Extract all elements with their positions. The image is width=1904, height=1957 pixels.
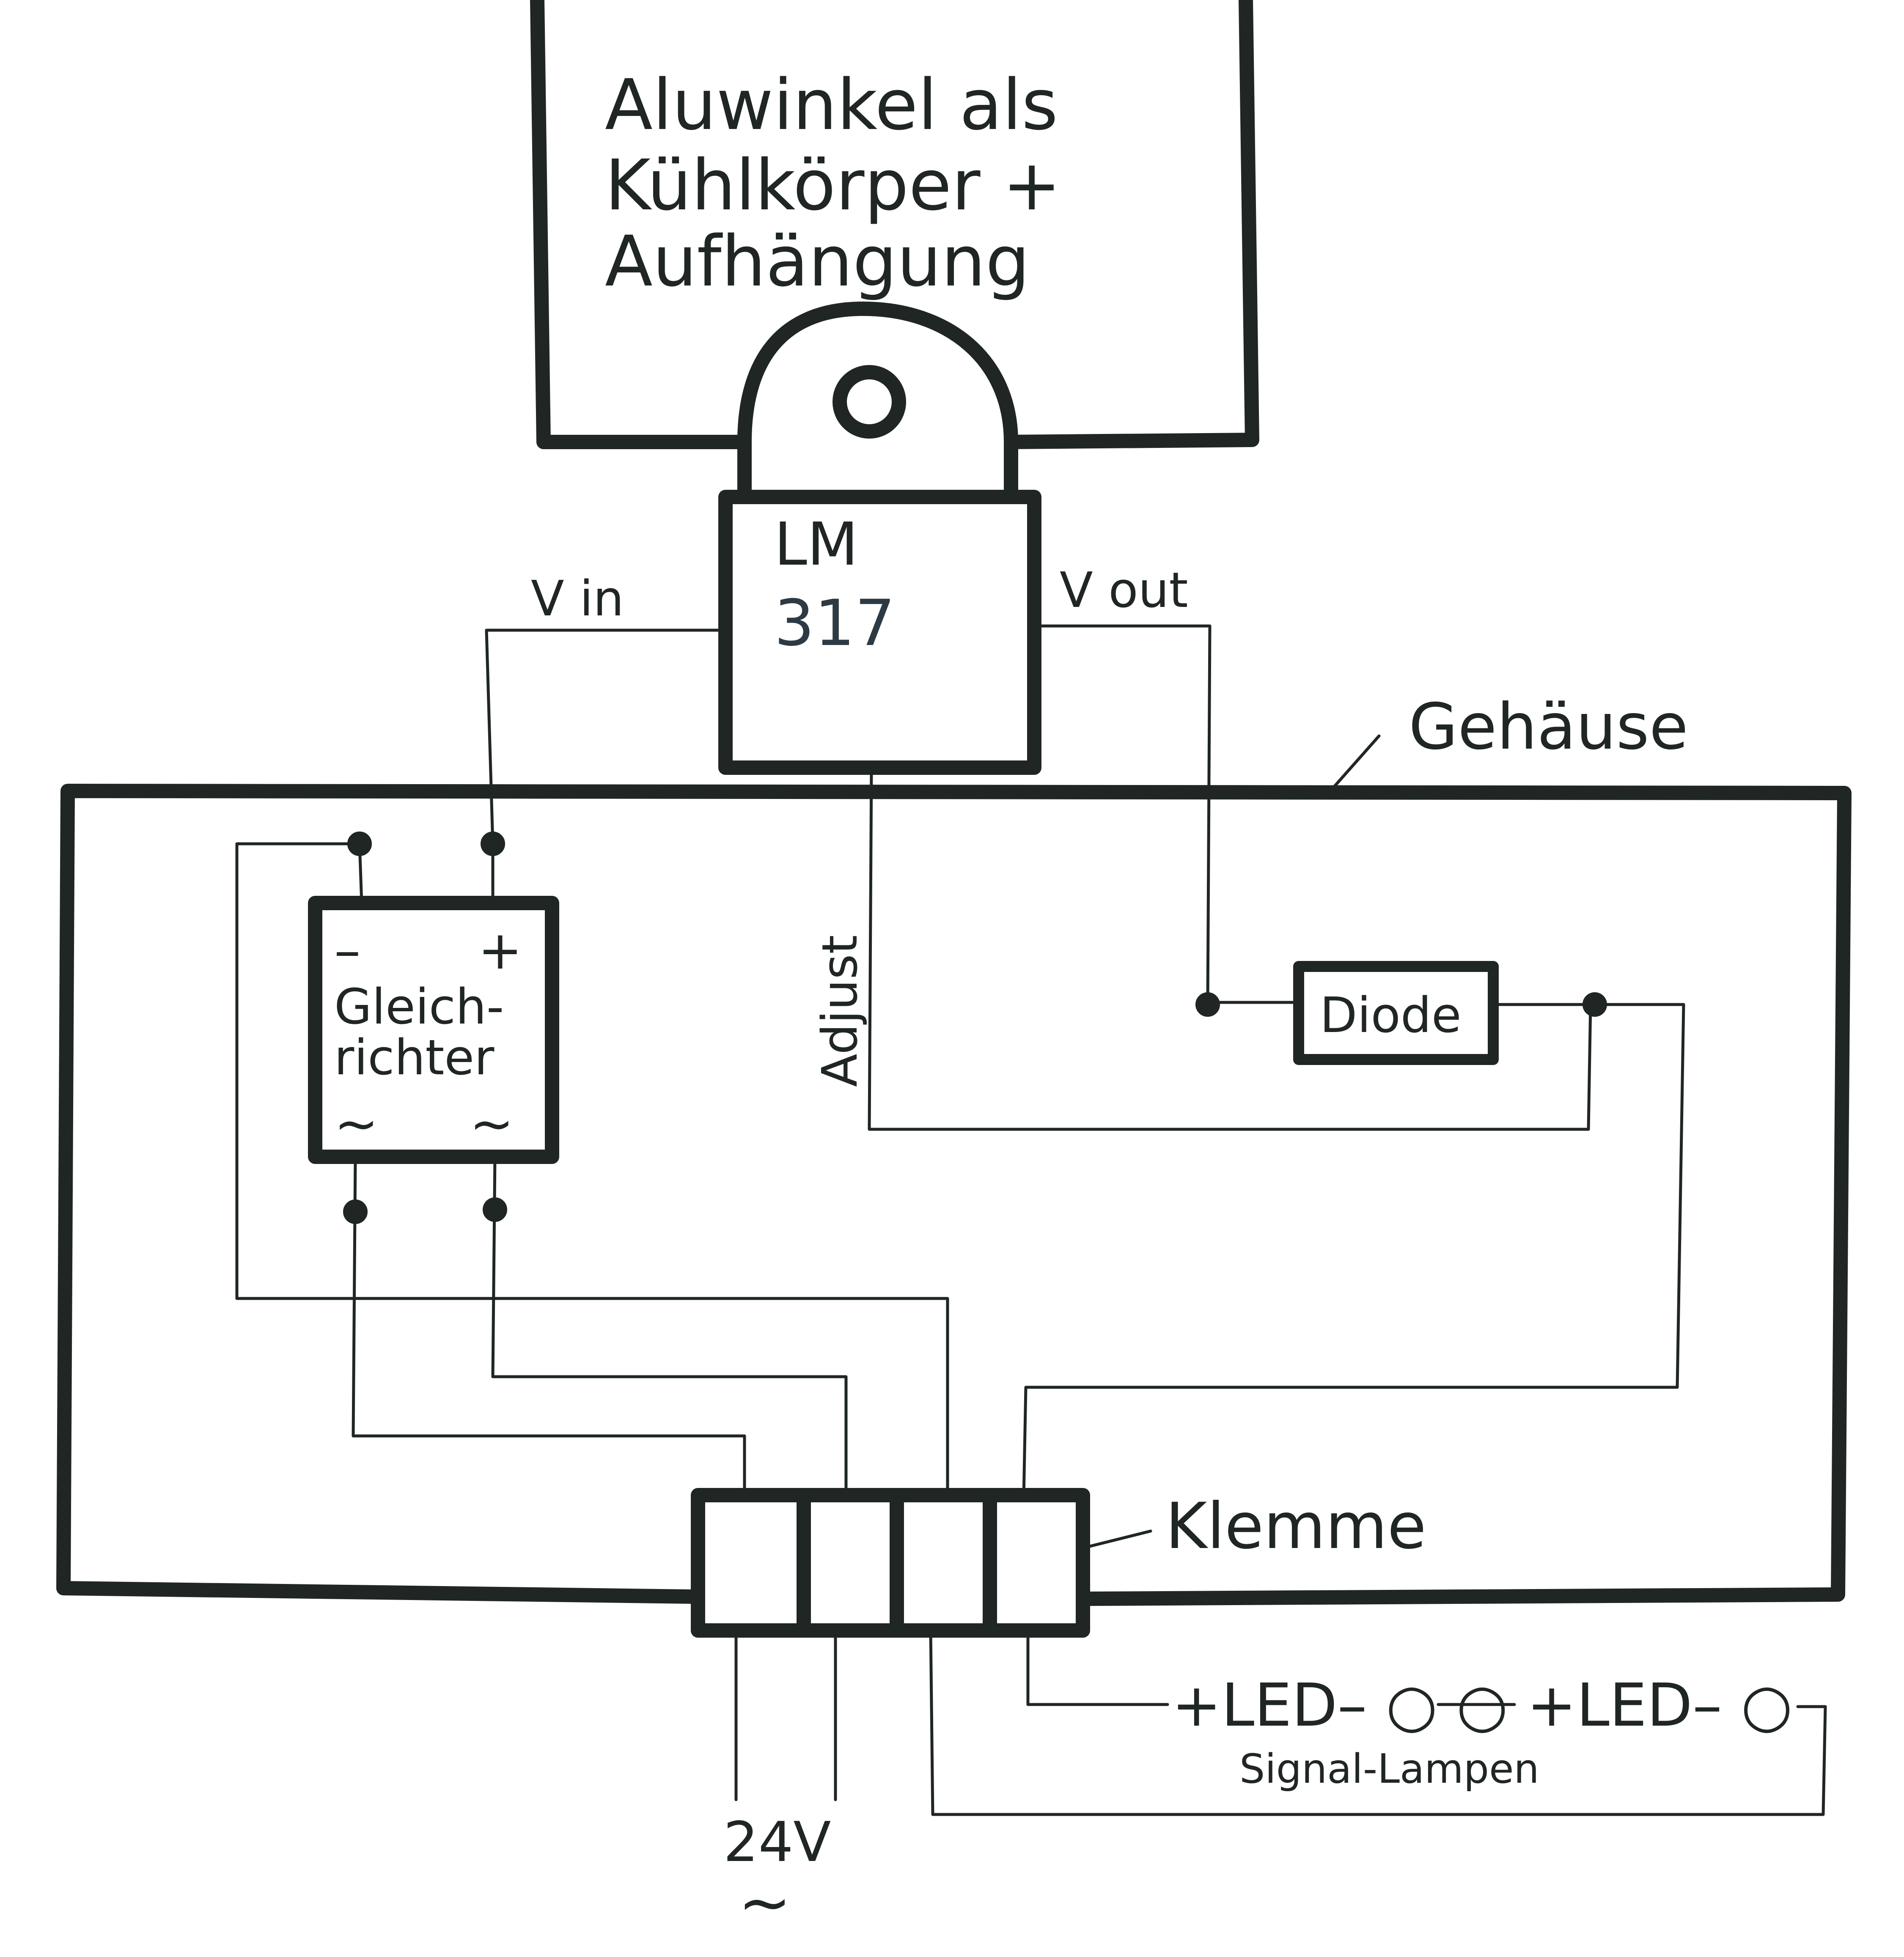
wire-adjust — [868, 766, 1592, 1131]
wire-ac-right — [491, 1155, 848, 1499]
junction-dot — [1583, 992, 1607, 1017]
supply-ac-symbol: ~ — [738, 1866, 791, 1940]
wire-led-return — [929, 1629, 1827, 1816]
junction-dot — [347, 832, 372, 856]
regulator-name: LM — [774, 510, 858, 579]
regulator-tab — [737, 302, 1018, 502]
wire-ac-left — [352, 1155, 746, 1499]
ac-symbol-left: ~ — [334, 1093, 379, 1155]
diode-body — [1293, 961, 1499, 1065]
wire-diode-out — [1022, 1003, 1685, 1499]
terminal-leader — [1081, 1529, 1152, 1550]
housing-leader — [1329, 734, 1381, 793]
mounting-hole-icon — [832, 365, 906, 439]
vout-label: V out — [1060, 562, 1188, 619]
junction-dot — [343, 1199, 368, 1224]
regulator-number: 317 — [774, 587, 895, 660]
rectifier-plus-label: + — [478, 920, 522, 981]
junction-dot — [481, 832, 505, 856]
diode-label: Diode — [1320, 987, 1462, 1044]
wire-led-feed — [1026, 1629, 1169, 1706]
terminal-block — [691, 1488, 1090, 1638]
wire-vin — [485, 629, 727, 905]
heatsink-label: Aluwinkel als — [605, 64, 1058, 145]
housing-label: Gehäuse — [1409, 690, 1688, 764]
terminal-label: Klemme — [1165, 1490, 1426, 1563]
rectifier-label: Gleich- — [334, 979, 504, 1035]
ac-symbol-right: ~ — [470, 1093, 514, 1155]
led-chain-label: +LED– ○ ○ +LED– ○ — [1172, 1671, 1793, 1740]
lm317-body — [718, 490, 1041, 775]
signal-lamps-label: Signal-Lampen — [1239, 1746, 1539, 1792]
wire-vout — [1033, 624, 1300, 1004]
rectifier-label: richter — [334, 1029, 495, 1086]
heatsink-outline — [530, 0, 1259, 449]
junction-dot — [1195, 992, 1220, 1017]
rectifier-body — [308, 896, 559, 1164]
adjust-label: Adjust — [812, 935, 868, 1087]
junction-dot — [483, 1197, 507, 1222]
supply-voltage-label: 24V — [723, 1810, 831, 1874]
heatsink-label: Aufhängung — [605, 221, 1030, 302]
heatsink-label: Kühlkörper + — [605, 145, 1061, 226]
vin-label: V in — [531, 571, 624, 627]
housing-outline — [56, 784, 1852, 1606]
rectifier-minus-label: – — [334, 920, 361, 981]
